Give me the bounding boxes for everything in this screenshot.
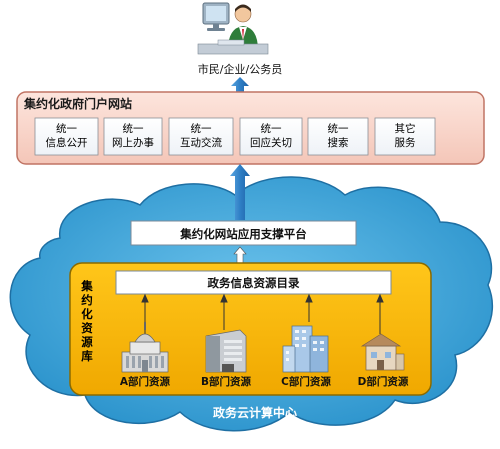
- portal-item-line2: 信息公开: [46, 136, 88, 149]
- catalog-label: 政务信息资源目录: [208, 276, 300, 290]
- catalog-bar: [115, 270, 392, 295]
- portal-title: 集约化政府门户网站: [23, 96, 132, 111]
- portal-item-search: 统一 搜索: [307, 117, 369, 156]
- portal-item-line1: 统一: [123, 122, 144, 135]
- portal-item-line1: 统一: [191, 122, 212, 135]
- side-char: 源: [80, 335, 93, 349]
- building-d-icon: [360, 333, 405, 371]
- portal-item-line2: 互动交流: [180, 136, 222, 149]
- side-char: 化: [81, 307, 93, 321]
- portal-item-other-services: 其它 服务: [374, 117, 436, 156]
- dept-d-label: D部门资源: [358, 375, 409, 388]
- side-char: 库: [81, 349, 93, 363]
- user-icon: [197, 2, 269, 55]
- platform-label: 集约化网站应用支撑平台: [179, 227, 307, 241]
- portal-item-line2: 回应关切: [250, 136, 292, 149]
- portal-item-line1: 统一: [261, 122, 282, 135]
- side-char: 集: [80, 279, 93, 293]
- portal-item-line2: 服务: [395, 136, 416, 149]
- platform-bar: [130, 220, 357, 246]
- portal-item-line1: 统一: [56, 122, 77, 135]
- portal-item-line2: 网上办事: [112, 136, 154, 149]
- portal-item-line1: 统一: [328, 122, 349, 135]
- arrow-portal-to-user: [231, 77, 249, 92]
- dept-c-label: C部门资源: [281, 375, 331, 388]
- arrows-dept-to-catalog: [141, 293, 384, 338]
- cloud-label: 政务云计算中心: [213, 405, 297, 420]
- building-a-icon: [121, 322, 169, 373]
- building-c-icon: [282, 325, 329, 373]
- portal-item-line2: 搜索: [328, 136, 349, 149]
- portal-item-line1: 其它: [395, 122, 416, 135]
- dept-b-label: B部门资源: [201, 375, 252, 388]
- portal-item-info-disclosure: 统一 信息公开: [34, 117, 99, 156]
- user-label: 市民/企业/公务员: [198, 62, 282, 76]
- building-b-icon: [205, 329, 247, 373]
- side-char: 资: [81, 321, 93, 335]
- side-char: 约: [81, 293, 93, 307]
- portal-item-interaction: 统一 互动交流: [168, 117, 234, 156]
- resource-pool-side-label: 集 约 化 资 源 库: [80, 279, 93, 363]
- portal-item-online-service: 统一 网上办事: [103, 117, 163, 156]
- portal-item-list: 统一 信息公开 统一 网上办事 统一 互动交流 统一 回应关切 统一 搜索 其它…: [34, 117, 436, 156]
- portal-item-response: 统一 回应关切: [239, 117, 303, 156]
- arrow-platform-to-portal: [230, 164, 250, 220]
- dept-a-label: A部门资源: [120, 375, 171, 388]
